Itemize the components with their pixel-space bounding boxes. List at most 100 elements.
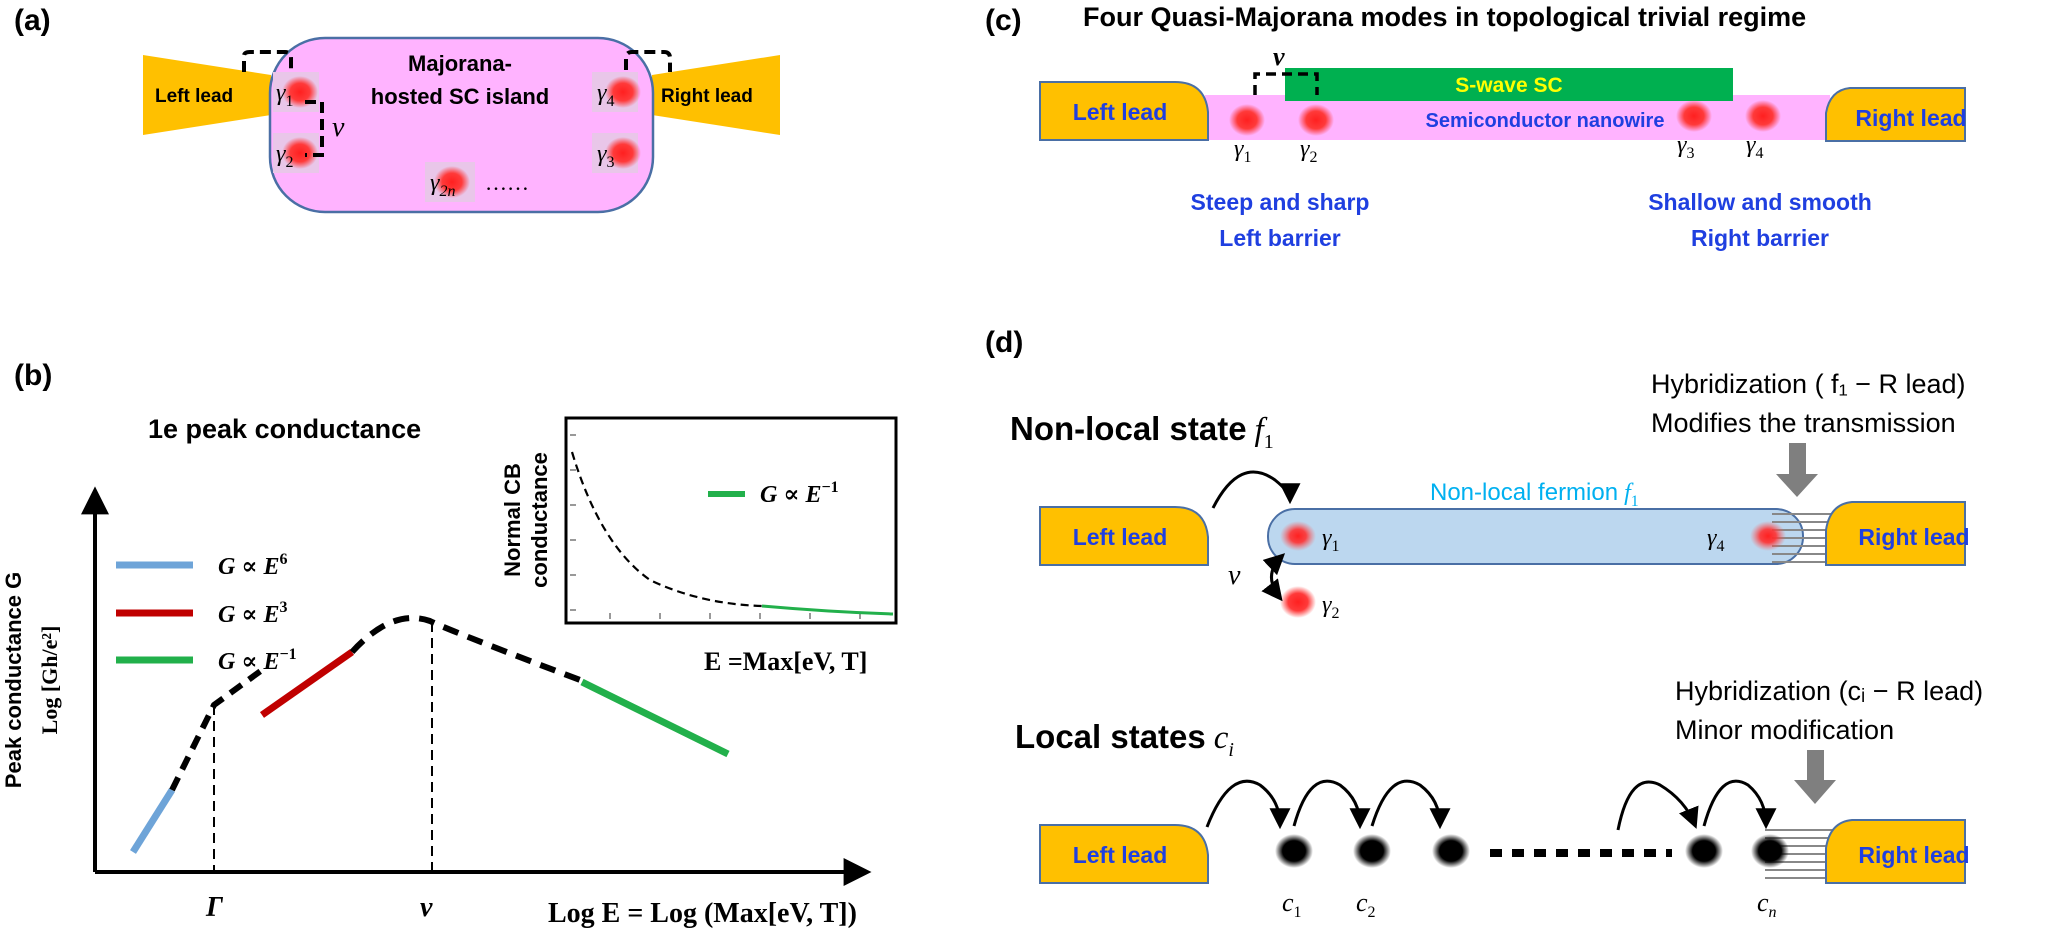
- majorana-c-gamma1: [1229, 104, 1265, 136]
- island-label-line1: Majorana-: [408, 51, 512, 76]
- d-majorana-gamma4: [1750, 521, 1786, 551]
- right-lead-d1: [1825, 501, 1966, 566]
- right-barrier-line1: Shallow and smooth: [1648, 189, 1872, 215]
- panel-c-label: (c): [985, 4, 1022, 37]
- legend-label-e6: G ∝ E6: [218, 551, 287, 580]
- local-state-c1: [1275, 834, 1313, 868]
- hyb2-line1: Hybridization (cᵢ − R lead): [1675, 676, 1983, 706]
- svg-text:Normal CB: Normal CB: [500, 463, 525, 577]
- nu-label-c: ν: [1273, 42, 1285, 71]
- panel-b-label: (b): [14, 359, 52, 392]
- hyb1-line1: Hybridization ( f₁ − R lead): [1651, 369, 1965, 399]
- right-coupling-dashed: [624, 50, 672, 72]
- tick-nu: ν: [420, 892, 433, 923]
- y-axis-label: Peak conductance G: [1, 572, 26, 788]
- inset-frame: [564, 416, 898, 625]
- c2-label: c2: [1356, 888, 1376, 921]
- panel-b-title: 1e peak conductance: [148, 414, 421, 444]
- hop-arrow-3: [1370, 779, 1451, 830]
- right-barrier-line2: Right barrier: [1691, 225, 1829, 251]
- hyb2-arrow: [1794, 750, 1836, 804]
- hyb1-arrow: [1776, 443, 1818, 497]
- inset-curve-dashed: [570, 451, 763, 608]
- panel-c-title: Four Quasi-Majorana modes in topological…: [1083, 2, 1806, 32]
- nu-label-a: ν: [332, 112, 345, 143]
- local-state-cn-1: [1685, 834, 1723, 868]
- y-axis-label-2: Log [Gh/e²]: [37, 626, 62, 735]
- right-lead-c-label: Right lead: [1855, 105, 1966, 131]
- panel-c: (c) Four Quasi-Majorana modes in topolog…: [985, 2, 1967, 251]
- d-gamma2-symbol: γ2: [1322, 592, 1339, 622]
- d-majorana-gamma1: [1280, 521, 1316, 551]
- cn-label: cn: [1757, 888, 1777, 921]
- gamma1-symbol: γ1: [276, 80, 293, 110]
- island-label-line2: hosted SC island: [371, 84, 549, 109]
- panel-b: (b) 1e peak conductance Peak conductance…: [1, 359, 898, 929]
- right-lead-label: Right lead: [661, 86, 753, 107]
- inset-ylabel: Normal CB: [500, 463, 525, 577]
- svg-text:Peak conductance G: Peak conductance G: [1, 572, 26, 788]
- left-lead-d1: [1039, 506, 1209, 566]
- curve-red-e3: [259, 649, 355, 718]
- nu-coupling-c: [1253, 72, 1319, 95]
- swave-label: S-wave SC: [1455, 74, 1562, 97]
- hop-arrow-1: [1205, 779, 1291, 830]
- majorana-gamma4: [605, 76, 641, 108]
- left-lead-label: Left lead: [155, 86, 233, 107]
- left-lead-cone: [143, 55, 271, 135]
- nu-coupling-dashed: [305, 100, 324, 157]
- local-state-c3: [1432, 834, 1470, 868]
- gamma2n-symbol: γ2n: [430, 170, 455, 200]
- svg-text:Log [Gh/e²]: Log [Gh/e²]: [37, 626, 62, 735]
- c-gamma4-symbol: γ4: [1746, 132, 1763, 162]
- legend-label-e3: G ∝ E3: [218, 599, 287, 628]
- gamma3-symbol: γ3: [597, 141, 614, 171]
- inset-curve-green: [761, 604, 894, 616]
- hyb1-line2: Modifies the transmission: [1651, 408, 1956, 438]
- left-barrier-line1: Steep and sharp: [1191, 189, 1370, 215]
- c-gamma2-symbol: γ2: [1300, 136, 1317, 166]
- nu-coupling-arrow-d: [1261, 553, 1286, 602]
- c1-label: c1: [1282, 888, 1302, 921]
- inset-legend-label: G ∝ E−1: [760, 479, 839, 508]
- x-axis-label: Log E = Log (Max[eV, T]): [548, 898, 857, 929]
- nonlocal-fermion-bar: [1267, 508, 1804, 565]
- right-lead-c: [1825, 87, 1966, 142]
- left-lead-d2-label: Left lead: [1073, 842, 1168, 868]
- d-gamma1-symbol: γ1: [1322, 525, 1339, 555]
- left-barrier-line2: Left barrier: [1219, 225, 1340, 251]
- right-lead-d1-label: Right lead: [1858, 524, 1969, 550]
- more-modes-dots: ……: [485, 170, 529, 195]
- majorana-gamma2n: [434, 166, 470, 198]
- gamma4-symbol: γ4: [597, 80, 614, 110]
- majorana-c-gamma3: [1676, 100, 1712, 132]
- majorana-gamma2: [282, 137, 318, 169]
- left-lead-d2: [1039, 824, 1209, 884]
- hop-arrow-5: [1702, 779, 1777, 830]
- hop-arrow-lead-to-gamma1: [1211, 470, 1301, 509]
- c-gamma1-symbol: γ1: [1234, 136, 1251, 166]
- d-majorana-gamma2: [1280, 586, 1316, 618]
- legend-b: G ∝ E6 G ∝ E3 G ∝ E−1: [116, 551, 297, 675]
- panel-a-label: (a): [14, 4, 51, 37]
- curve-green-e-1: [580, 678, 730, 758]
- panel-d-label: (d): [985, 326, 1023, 359]
- swave-sc: [1285, 68, 1733, 101]
- sc-island: [268, 36, 655, 214]
- left-coupling-dashed: [242, 50, 293, 72]
- local-state-cn: [1751, 834, 1789, 868]
- right-lead-d2-label: Right lead: [1858, 842, 1969, 868]
- hyb2-line2: Minor modification: [1675, 715, 1894, 745]
- curve-dashed-1: [169, 667, 264, 792]
- curve-blue-e6: [130, 788, 175, 854]
- hop-arrow-2: [1292, 779, 1371, 830]
- local-state-c2: [1353, 834, 1391, 868]
- inset-ylabel-2: conductance: [527, 452, 552, 588]
- svg-text:conductance: conductance: [527, 452, 552, 588]
- hop-arrow-4: [1616, 780, 1699, 831]
